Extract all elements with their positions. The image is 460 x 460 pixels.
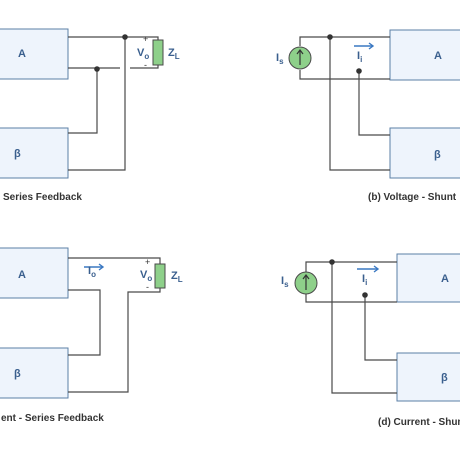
panel-c: A β Io + - Vo ZL ent - Series Feedback (0, 247, 183, 424)
caption: (b) Voltage - Shunt (368, 192, 457, 203)
amplifier-label: A (441, 273, 449, 285)
output-voltage-label: Vo (137, 47, 149, 61)
feedback-label: β (441, 372, 448, 384)
panel-b: A β Is Ii (b) Voltage - Shunt (276, 29, 460, 203)
source-label: Is (281, 275, 289, 289)
load-label: ZL (171, 270, 183, 284)
current-arrow (354, 42, 375, 50)
amplifier-label: A (18, 269, 26, 281)
caption: Series Feedback (3, 192, 82, 203)
node-dot (356, 68, 362, 74)
plus-sign: + (145, 257, 150, 267)
load-resistor (152, 39, 164, 66)
wires (299, 36, 390, 171)
amplifier-block (396, 253, 460, 303)
node-dot (94, 66, 100, 72)
wires (68, 36, 159, 171)
amplifier-label: A (434, 50, 442, 62)
current-arrow (357, 265, 380, 273)
node-dot (329, 259, 335, 265)
minus-sign: - (144, 60, 147, 70)
feedback-block (0, 347, 69, 399)
load-resistor (154, 263, 166, 289)
feedback-label: β (434, 149, 441, 161)
output-voltage-label: Vo (140, 269, 152, 283)
amplifier-label: A (18, 48, 26, 60)
amplifier-block (0, 247, 69, 299)
current-source (288, 46, 312, 70)
output-current-label: Io (88, 265, 96, 279)
input-current-label: Ii (357, 50, 362, 64)
feedback-label: β (14, 148, 21, 160)
feedback-block (0, 127, 69, 179)
caption: (d) Current - Shun (378, 417, 460, 428)
current-source (294, 271, 318, 295)
node-dot (122, 34, 128, 40)
panel-d: A β Is Ii (d) Current - Shun (281, 253, 460, 428)
feedback-block (396, 352, 460, 402)
load-label: ZL (168, 47, 180, 61)
amplifier-block (389, 29, 460, 81)
caption: ent - Series Feedback (1, 413, 104, 424)
wires (305, 261, 397, 394)
input-current-label: Ii (362, 273, 367, 287)
minus-sign: - (146, 282, 149, 292)
panel-a: A β + - Vo ZL Series Feedback (0, 28, 180, 203)
source-label: Is (276, 52, 284, 66)
wires (68, 257, 161, 393)
feedback-label: β (14, 368, 21, 380)
node-dot (362, 292, 368, 298)
current-arrow (84, 263, 105, 271)
plus-sign: + (143, 34, 148, 44)
feedback-block (389, 127, 460, 179)
amplifier-block (0, 28, 69, 80)
node-dot (327, 34, 333, 40)
